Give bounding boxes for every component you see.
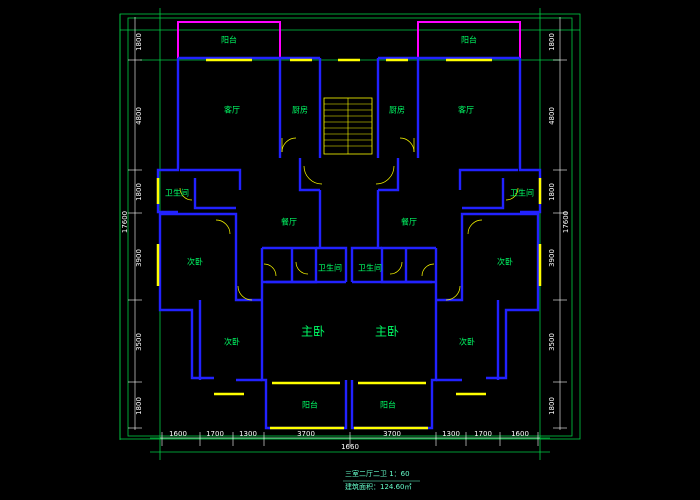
dim-right-2: 1800 bbox=[548, 183, 556, 201]
right-dimensions: 1800 4800 1800 17600 3900 3500 1800 bbox=[548, 33, 570, 415]
dim-left-1: 4800 bbox=[135, 107, 143, 125]
room-label-living-left: 客厅 bbox=[224, 105, 240, 115]
dim-right-1: 4800 bbox=[548, 107, 556, 125]
title-block: 三室二厅二卫 1：60 建筑面积：124.60㎡ bbox=[343, 469, 420, 491]
room-label-study-left: 次卧 bbox=[224, 337, 240, 347]
dim-bottom-5: 1300 bbox=[442, 430, 460, 438]
top-balconies bbox=[177, 21, 521, 58]
dimension-ticks bbox=[128, 17, 567, 446]
dim-bottom-3: 3700 bbox=[297, 430, 315, 438]
room-label-kitchen-right: 厨房 bbox=[389, 105, 405, 115]
room-label-second-bed-right: 次卧 bbox=[497, 257, 513, 267]
dim-left-4: 3900 bbox=[135, 249, 143, 267]
dim-left-2: 1800 bbox=[135, 183, 143, 201]
room-label-kitchen-left: 厨房 bbox=[292, 105, 308, 115]
drawing-area: 建筑面积：124.60㎡ bbox=[345, 482, 412, 491]
door-swings bbox=[179, 137, 519, 301]
room-label-study-right: 次卧 bbox=[459, 337, 475, 347]
drawing-title: 三室二厅二卫 1：60 bbox=[345, 469, 410, 478]
dim-bottom-4: 3700 bbox=[383, 430, 401, 438]
walls bbox=[156, 56, 542, 430]
dim-right-3: 17600 bbox=[562, 211, 570, 233]
dim-left-6: 1800 bbox=[135, 397, 143, 415]
dim-right-6: 1800 bbox=[548, 397, 556, 415]
dim-bottom-6: 1700 bbox=[474, 430, 492, 438]
room-label-bath-side-left: 卫生间 bbox=[165, 188, 189, 198]
dim-bottom-7: 1600 bbox=[511, 430, 529, 438]
bottom-dimensions: 1600 1700 1300 3700 3700 1300 1700 1600 … bbox=[169, 430, 529, 451]
room-label-balcony-top-left: 阳台 bbox=[221, 35, 237, 45]
dim-left-0: 1800 bbox=[135, 33, 143, 51]
dim-right-5: 3500 bbox=[548, 333, 556, 351]
room-label-bath-mid-left: 卫生间 bbox=[318, 263, 342, 273]
windows bbox=[156, 58, 542, 430]
room-label-dining-left: 餐厅 bbox=[281, 218, 297, 227]
dim-bottom-total: 1660 bbox=[341, 443, 359, 451]
room-label-balcony-bottom-right: 阳台 bbox=[380, 400, 396, 410]
dim-bottom-2: 1300 bbox=[239, 430, 257, 438]
dim-right-4: 3900 bbox=[548, 249, 556, 267]
room-label-balcony-bottom-left: 阳台 bbox=[302, 400, 318, 410]
dim-left-5: 3500 bbox=[135, 333, 143, 351]
dim-right-0: 1800 bbox=[548, 33, 556, 51]
room-label-bath-side-right: 卫生间 bbox=[510, 188, 534, 198]
room-label-master-left: 主卧 bbox=[301, 325, 325, 339]
room-label-bath-mid-right: 卫生间 bbox=[358, 263, 382, 273]
dimension-frame bbox=[119, 8, 581, 460]
dim-left-3: 17600 bbox=[121, 211, 129, 233]
staircase bbox=[323, 97, 373, 155]
room-label-balcony-top-right: 阳台 bbox=[461, 35, 477, 45]
dim-bottom-0: 1600 bbox=[169, 430, 187, 438]
room-label-master-right: 主卧 bbox=[375, 325, 399, 339]
room-label-dining-right: 餐厅 bbox=[401, 218, 417, 227]
left-dimensions: 1800 4800 1800 17600 3900 3500 1800 bbox=[121, 33, 143, 415]
room-label-second-bed-left: 次卧 bbox=[187, 257, 203, 267]
room-labels: 阳台 阳台 客厅 客厅 厨房 厨房 卫生间 卫生间 餐厅 餐厅 卫生间 卫生间 … bbox=[165, 35, 534, 410]
dim-bottom-1: 1700 bbox=[206, 430, 224, 438]
room-label-living-right: 客厅 bbox=[458, 105, 474, 115]
